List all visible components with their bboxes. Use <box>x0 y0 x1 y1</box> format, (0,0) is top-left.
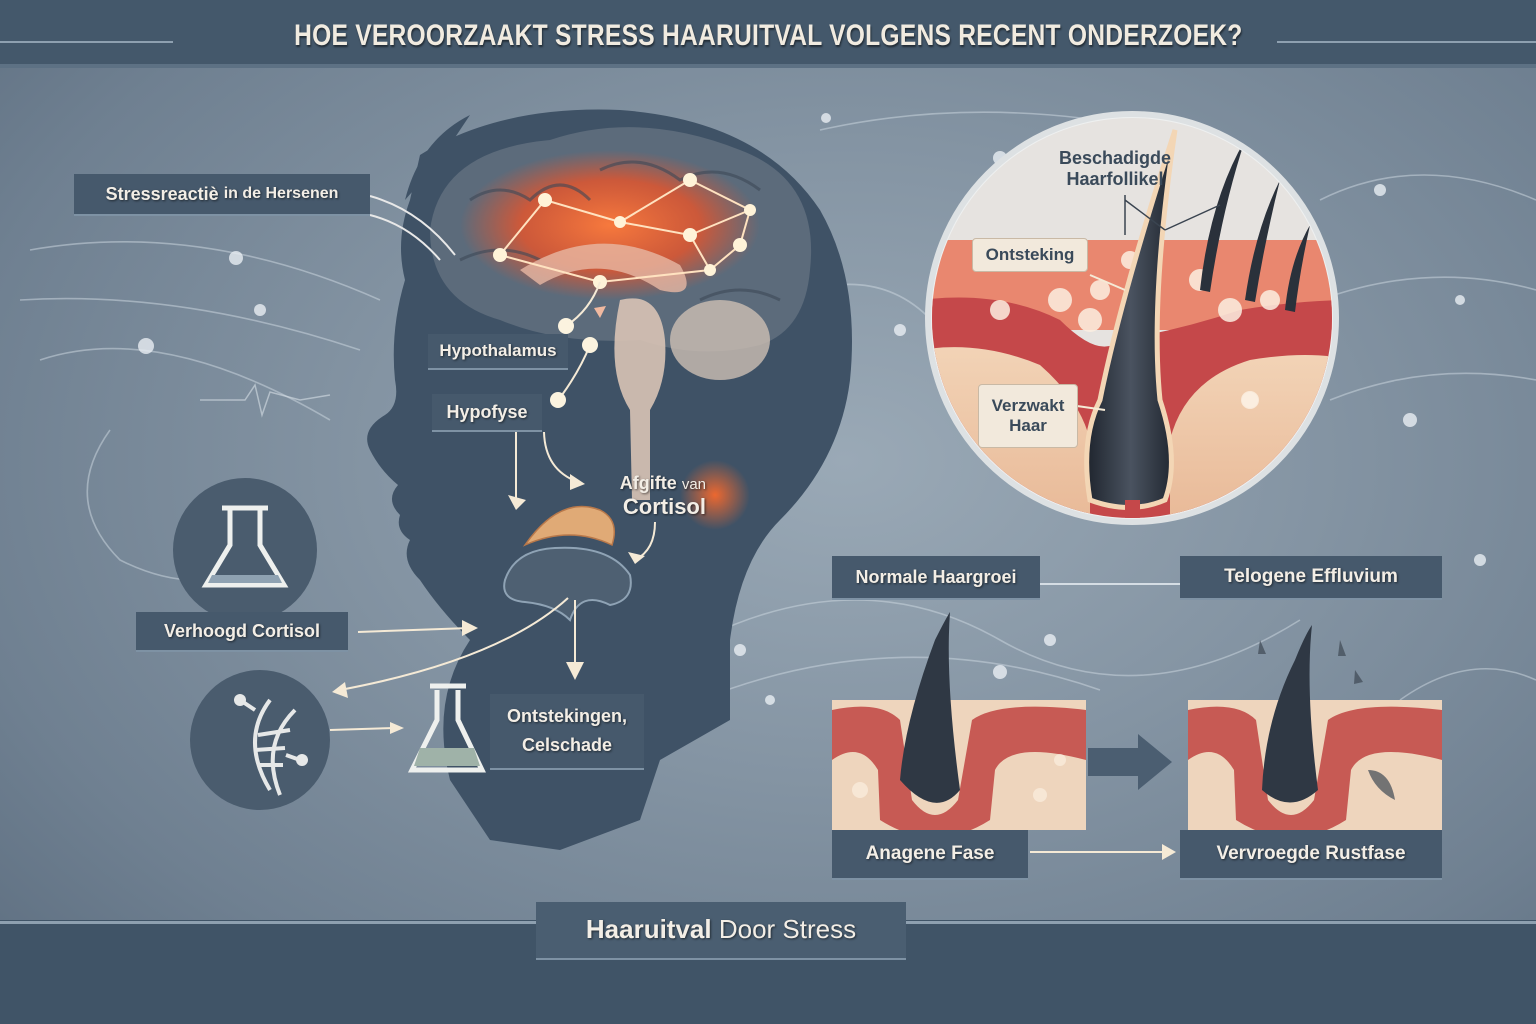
footer-rule-right <box>906 921 1536 924</box>
inflammation-line1: Ontstekingen, <box>506 706 627 727</box>
inflammation-damage-label: Ontstekingen, Celschade <box>490 694 644 770</box>
stress-reaction-rest: in de Hersenen <box>223 184 339 202</box>
damaged-follicle-line1: Beschadigde <box>1058 148 1172 169</box>
transition-arrow <box>1088 734 1172 790</box>
adrenal-gland <box>503 505 632 622</box>
telogen-effluvium-label: Telogene Effluvium <box>1180 556 1442 600</box>
title-bar: HOE VEROORZAAKT STRESS HAARUITVAL VOLGEN… <box>0 0 1536 68</box>
brainstem <box>614 298 666 500</box>
cortisol-glow <box>680 460 750 530</box>
footer-rule-left <box>0 921 536 924</box>
stress-reaction-bold: Stressreactiè <box>105 183 219 204</box>
flask-icon-1 <box>201 505 289 588</box>
footer-title-rest: Door Stress <box>718 914 857 945</box>
hypofyse-label: Hypofyse <box>432 394 542 432</box>
hair-tuft <box>405 115 470 200</box>
footer-title: Haaruitval Door Stress <box>536 902 906 960</box>
heartbeat-line <box>200 383 331 418</box>
dna-icon <box>238 698 301 796</box>
stress-reaction-label: Stressreactiè in de Hersenen <box>74 174 370 216</box>
cortisol-release-line2: Cortisol <box>622 493 706 519</box>
early-rest-phase-label: Vervroegde Rustfase <box>1180 830 1442 880</box>
weakened-hair-callout: Verzwakt Haar <box>978 384 1078 448</box>
cortisol-release-van: van <box>681 476 706 493</box>
network-nodes <box>138 113 1486 705</box>
weakened-line2: Haar <box>1009 416 1047 435</box>
title-rule-left <box>0 41 173 43</box>
cortisol-release-bold: Afgifte <box>619 473 677 493</box>
follicle-closeup <box>932 118 1332 518</box>
elevated-cortisol-label: Verhoogd Cortisol <box>136 612 348 652</box>
page-title: HOE VEROORZAAKT STRESS HAARUITVAL VOLGEN… <box>293 19 1243 52</box>
damaged-follicle-title: Beschadigde Haarfollikel <box>1040 140 1190 198</box>
normal-growth-label: Normale Haargroei <box>832 556 1040 600</box>
inflammation-callout: Ontsteking <box>972 238 1088 272</box>
anagen-phase-label: Anagene Fase <box>832 830 1028 880</box>
hypothalamus-label: Hypothalamus <box>428 334 568 370</box>
telogen-hair-panel <box>1188 625 1442 838</box>
flask-icon-2 <box>407 683 486 773</box>
flask-circle <box>173 478 317 622</box>
cortisol-release-label: Afgifte van Cortisol <box>596 466 706 526</box>
inflammation-line2: Celschade <box>521 735 613 755</box>
footer-title-bold: Haaruitval <box>585 914 712 945</box>
normal-hair-panel <box>832 612 1086 838</box>
dna-circle <box>190 670 330 810</box>
weakened-line1: Verzwakt <box>991 396 1065 416</box>
cortisol-release-line1: Afgifte van <box>620 473 706 494</box>
brain <box>430 127 812 352</box>
title-rule-right <box>1277 41 1536 43</box>
damaged-follicle-line2: Haarfollikel <box>1066 169 1164 189</box>
cerebellum <box>670 300 770 380</box>
